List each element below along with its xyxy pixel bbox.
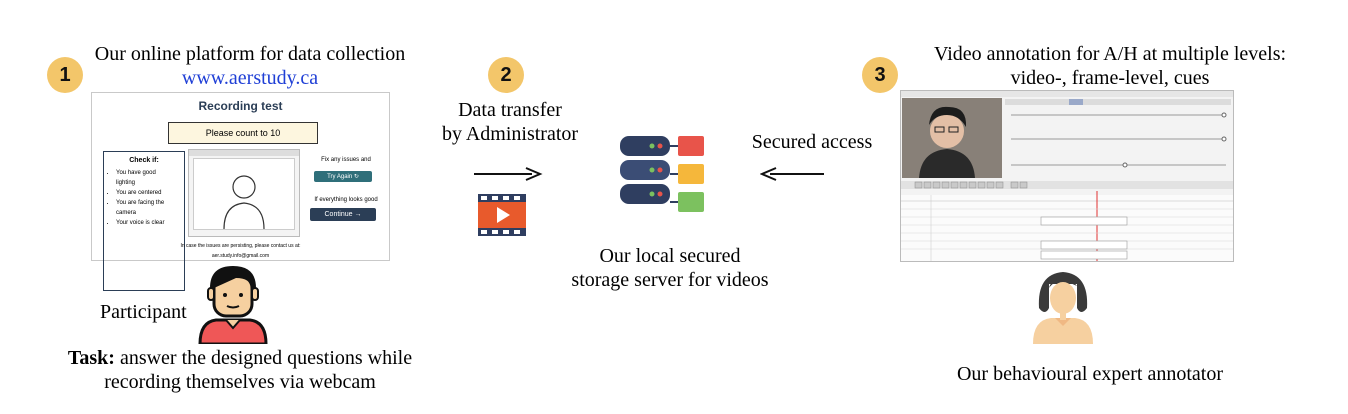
arrow-right-icon [474,167,543,181]
arrow-right-icon: → [354,211,362,218]
checklist-item: lighting [116,180,136,186]
annotation-tool-screenshot [900,90,1234,262]
task-label: Task: [67,347,115,369]
continue-button[interactable]: Continue → [310,208,376,221]
annotator-label: Our behavioural expert annotator [956,363,1223,385]
storage-label-line1: Our local secured [599,245,741,267]
checklist-item: You are centered [116,188,164,198]
contact-email[interactable]: aer.study.info@gmail.com [211,253,270,259]
administrator-label: by Administrator [441,123,579,145]
person-outline-icon [223,175,265,230]
video-file-icon [478,194,526,236]
annotator-icon [1033,272,1093,344]
annotation-title-line1: Video annotation for A/H at multiple lev… [933,43,1287,65]
recording-test-title: Recording test [198,99,283,113]
platform-url[interactable]: www.aerstudy.ca [181,67,319,89]
issue-contact-text: In case the issues are persisting, pleas… [180,243,301,249]
secured-access-label: Secured access [751,131,873,153]
recording-test-panel: Recording test Please count to 10 Check … [91,92,390,291]
step-3-badge: 3 [862,57,898,93]
refresh-icon: ↻ [353,174,359,180]
step-1-badge: 1 [47,57,83,93]
webcam-preview [188,149,300,237]
data-transfer-label: Data transfer [458,99,562,121]
participant-icon [198,266,268,344]
participant-label: Participant [100,301,187,323]
looks-good-text: If everything looks good [314,197,378,203]
storage-label-line2: storage server for videos [571,269,769,291]
task-description-line2: recording themselves via webcam [104,371,376,393]
annotation-tool-preview [901,91,1233,261]
try-again-button[interactable]: Try Again ↻ [314,171,372,182]
arrow-left-icon [760,167,824,181]
checklist-item: camera [116,210,137,216]
checklist-box: Check if: You have good lighting You are… [103,151,185,291]
checklist-item: You are facing the [116,198,164,208]
task-description: Task: answer the designed questions whil… [40,346,440,370]
try-again-label: Try Again [327,173,353,180]
storage-server-icon [620,136,704,212]
checklist-item: You have good [116,168,164,178]
checklist-title: Check if: [129,157,159,164]
task-text: answer the designed questions while [119,347,413,369]
checklist: You have good lighting You are centered … [108,168,164,228]
count-prompt-box: Please count to 10 [168,122,318,144]
platform-title: Our online platform for data collection [94,43,406,65]
annotation-title-line2: video-, frame-level, cues [1010,67,1210,89]
step-2-badge: 2 [488,57,524,93]
checklist-item: Your voice is clear [116,218,164,228]
fix-issues-text: Fix any issues and [321,157,371,163]
continue-label: Continue [324,211,353,218]
